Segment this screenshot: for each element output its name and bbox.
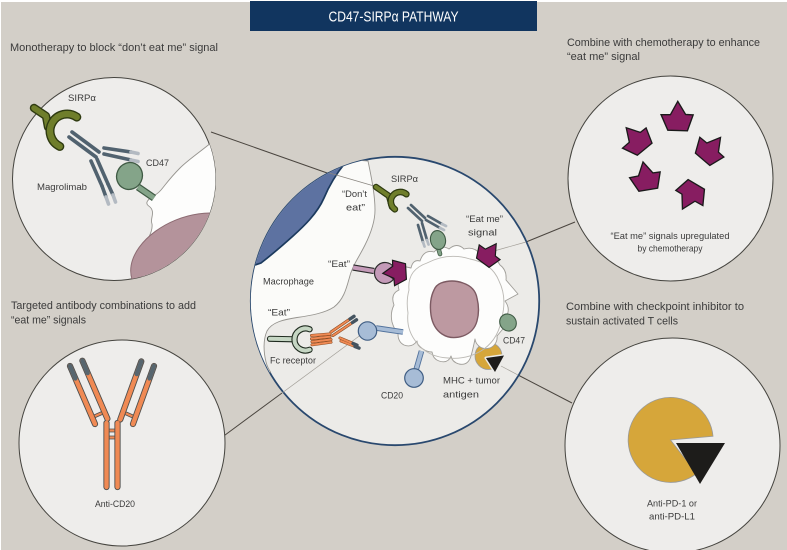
- svg-text:CD47: CD47: [146, 158, 169, 169]
- svg-text:“Eat me”: “Eat me”: [466, 214, 503, 225]
- svg-text:“Eat”: “Eat”: [268, 308, 290, 319]
- svg-text:“Eat me” signals upregulated: “Eat me” signals upregulated: [611, 231, 730, 241]
- svg-text:CD20: CD20: [381, 391, 403, 402]
- svg-text:MHC + tumor: MHC + tumor: [443, 376, 501, 387]
- svg-text:Fc receptor: Fc receptor: [270, 356, 317, 367]
- svg-text:SIRPα: SIRPα: [391, 174, 418, 185]
- svg-text:SIRPα: SIRPα: [68, 93, 96, 104]
- svg-text:antigen: antigen: [443, 390, 479, 401]
- svg-text:Anti-CD20: Anti-CD20: [95, 499, 135, 509]
- svg-text:“Eat”: “Eat”: [328, 259, 350, 270]
- svg-text:eat”: eat”: [346, 203, 365, 214]
- svg-text:“eat me” signal: “eat me” signal: [567, 51, 640, 63]
- svg-text:CD47: CD47: [503, 336, 525, 347]
- svg-text:anti-PD-L1: anti-PD-L1: [649, 512, 695, 522]
- svg-text:signal: signal: [468, 228, 497, 239]
- svg-text:“eat me” signals: “eat me” signals: [11, 315, 86, 327]
- svg-text:by chemotherapy: by chemotherapy: [638, 244, 703, 254]
- svg-text:Anti-PD-1 or: Anti-PD-1 or: [647, 499, 697, 509]
- svg-text:Macrophage: Macrophage: [263, 277, 314, 288]
- svg-text:sustain activated T cells: sustain activated T cells: [566, 316, 678, 328]
- svg-text:Combine with checkpoint inhibi: Combine with checkpoint inhibitor to: [566, 301, 744, 313]
- svg-text:Targeted antibody combinations: Targeted antibody combinations to add: [11, 300, 196, 312]
- svg-text:Magrolimab: Magrolimab: [37, 182, 87, 193]
- svg-text:CD47-SIRPα PATHWAY: CD47-SIRPα PATHWAY: [329, 10, 459, 26]
- svg-text:“Don’t: “Don’t: [342, 189, 367, 200]
- svg-text:Monotherapy to block “don’t ea: Monotherapy to block “don’t eat me” sign…: [10, 42, 218, 54]
- svg-text:Combine with chemotherapy to e: Combine with chemotherapy to enhance: [567, 37, 760, 49]
